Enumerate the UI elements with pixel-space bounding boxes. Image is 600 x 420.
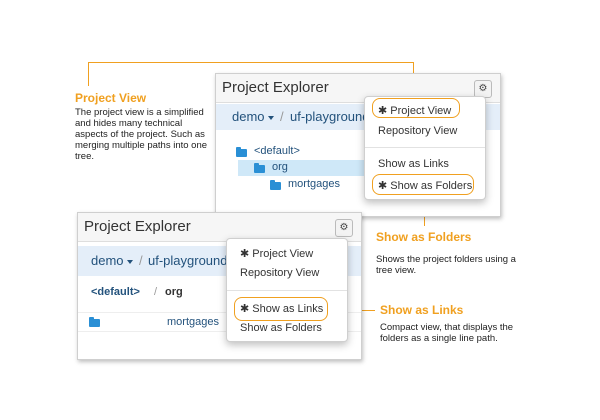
breadcrumb-org-label: demo	[91, 253, 124, 268]
tree-item-default[interactable]: <default>	[216, 144, 416, 160]
menu-item-project-view[interactable]: ✱ Project View	[240, 248, 314, 260]
path-separator: /	[154, 286, 158, 298]
menu-item-show-as-folders[interactable]: ✱ Show as Folders	[378, 180, 473, 192]
view-options-menu-bottom: ✱ Project View Repository View ✱ Show as…	[226, 238, 348, 342]
folder-open-icon	[236, 147, 247, 157]
breadcrumb-repo[interactable]: uf-playground	[148, 253, 228, 268]
breadcrumb-org-label: demo	[232, 109, 265, 124]
menu-item-show-as-folders[interactable]: Show as Folders	[240, 322, 322, 334]
view-options-menu-top: ✱ Project View Repository View Show as L…	[364, 96, 486, 200]
breadcrumb-repo[interactable]: uf-playground	[290, 109, 370, 124]
callout-line-project-view-left	[88, 62, 90, 86]
menu-item-show-as-links[interactable]: Show as Links	[378, 158, 449, 170]
chevron-down-icon	[267, 115, 274, 120]
path-bar: <default> / org	[78, 282, 361, 304]
folder-icon	[89, 317, 100, 327]
menu-item-repository-view[interactable]: Repository View	[378, 125, 458, 137]
breadcrumb-org-dropdown[interactable]: demo	[232, 104, 274, 130]
highlight-project-view	[372, 98, 460, 118]
breadcrumb-org-dropdown[interactable]: demo	[91, 246, 133, 276]
menu-item-repository-view[interactable]: Repository View	[240, 267, 320, 279]
path-branch[interactable]: <default>	[91, 286, 140, 298]
callout-body-project-view: The project view is a simplified and hid…	[75, 107, 208, 162]
callout-title-show-as-links: Show as Links	[380, 303, 464, 317]
menu-item-show-as-links[interactable]: ✱ Show as Links	[240, 303, 324, 315]
panel-header: Project Explorer ⚙	[216, 74, 500, 103]
callout-title-project-view: Project View	[75, 91, 147, 105]
tree-item-org[interactable]: org	[238, 160, 388, 176]
tree-item-mortgages[interactable]: mortgages	[216, 177, 416, 193]
menu-divider	[227, 290, 347, 291]
breadcrumb-separator: /	[280, 109, 284, 124]
callout-body-show-as-links: Compact view, that displays the folders …	[380, 322, 514, 344]
gear-icon[interactable]: ⚙	[335, 219, 353, 237]
chevron-down-icon	[126, 259, 133, 264]
list-item-mortgages[interactable]: mortgages	[78, 312, 361, 332]
callout-line-project-view-top	[88, 62, 414, 64]
panel-title: Project Explorer	[84, 218, 191, 235]
path-folder: org	[165, 286, 183, 298]
tree-item-label: org	[272, 161, 288, 173]
list-item-label: mortgages	[167, 316, 219, 328]
menu-item-project-view[interactable]: ✱ Project View	[378, 105, 452, 117]
callout-title-show-as-folders: Show as Folders	[376, 230, 472, 244]
panel-title: Project Explorer	[222, 79, 329, 96]
highlight-show-as-folders	[372, 174, 474, 195]
menu-divider	[365, 147, 485, 148]
folder-open-icon	[254, 163, 265, 173]
tree-item-label: <default>	[254, 145, 300, 157]
panel-header: Project Explorer ⚙	[78, 213, 361, 242]
tree-item-label: mortgages	[288, 178, 340, 190]
callout-body-show-as-folders: Shows the project folders using a tree v…	[376, 254, 516, 276]
highlight-show-as-links	[234, 297, 328, 321]
breadcrumb-separator: /	[139, 253, 143, 268]
folder-open-icon	[270, 180, 281, 190]
